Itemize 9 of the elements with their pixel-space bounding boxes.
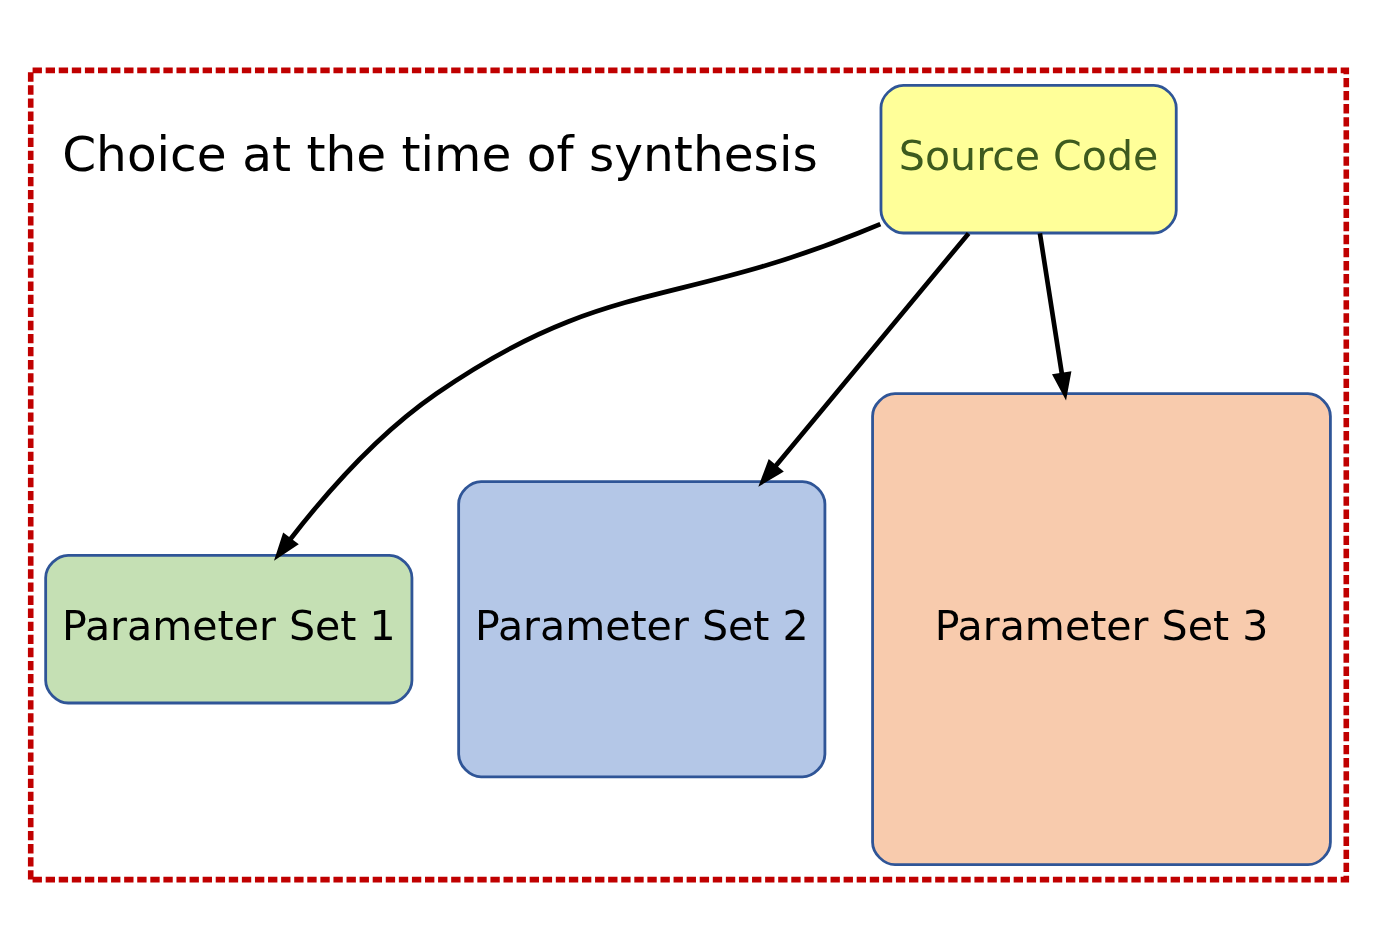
arrow (758, 231, 971, 487)
arrow (1037, 232, 1072, 401)
node-box: Source Code (879, 83, 1178, 234)
node-box: Parameter Set 2 (457, 479, 827, 778)
cluster (27, 67, 1350, 882)
arrow (274, 221, 882, 561)
node-box: Parameter Set 3 (871, 391, 1332, 866)
node-box: Parameter Set 1 (44, 553, 414, 704)
label: Choice at the time of synthesis (62, 125, 818, 182)
